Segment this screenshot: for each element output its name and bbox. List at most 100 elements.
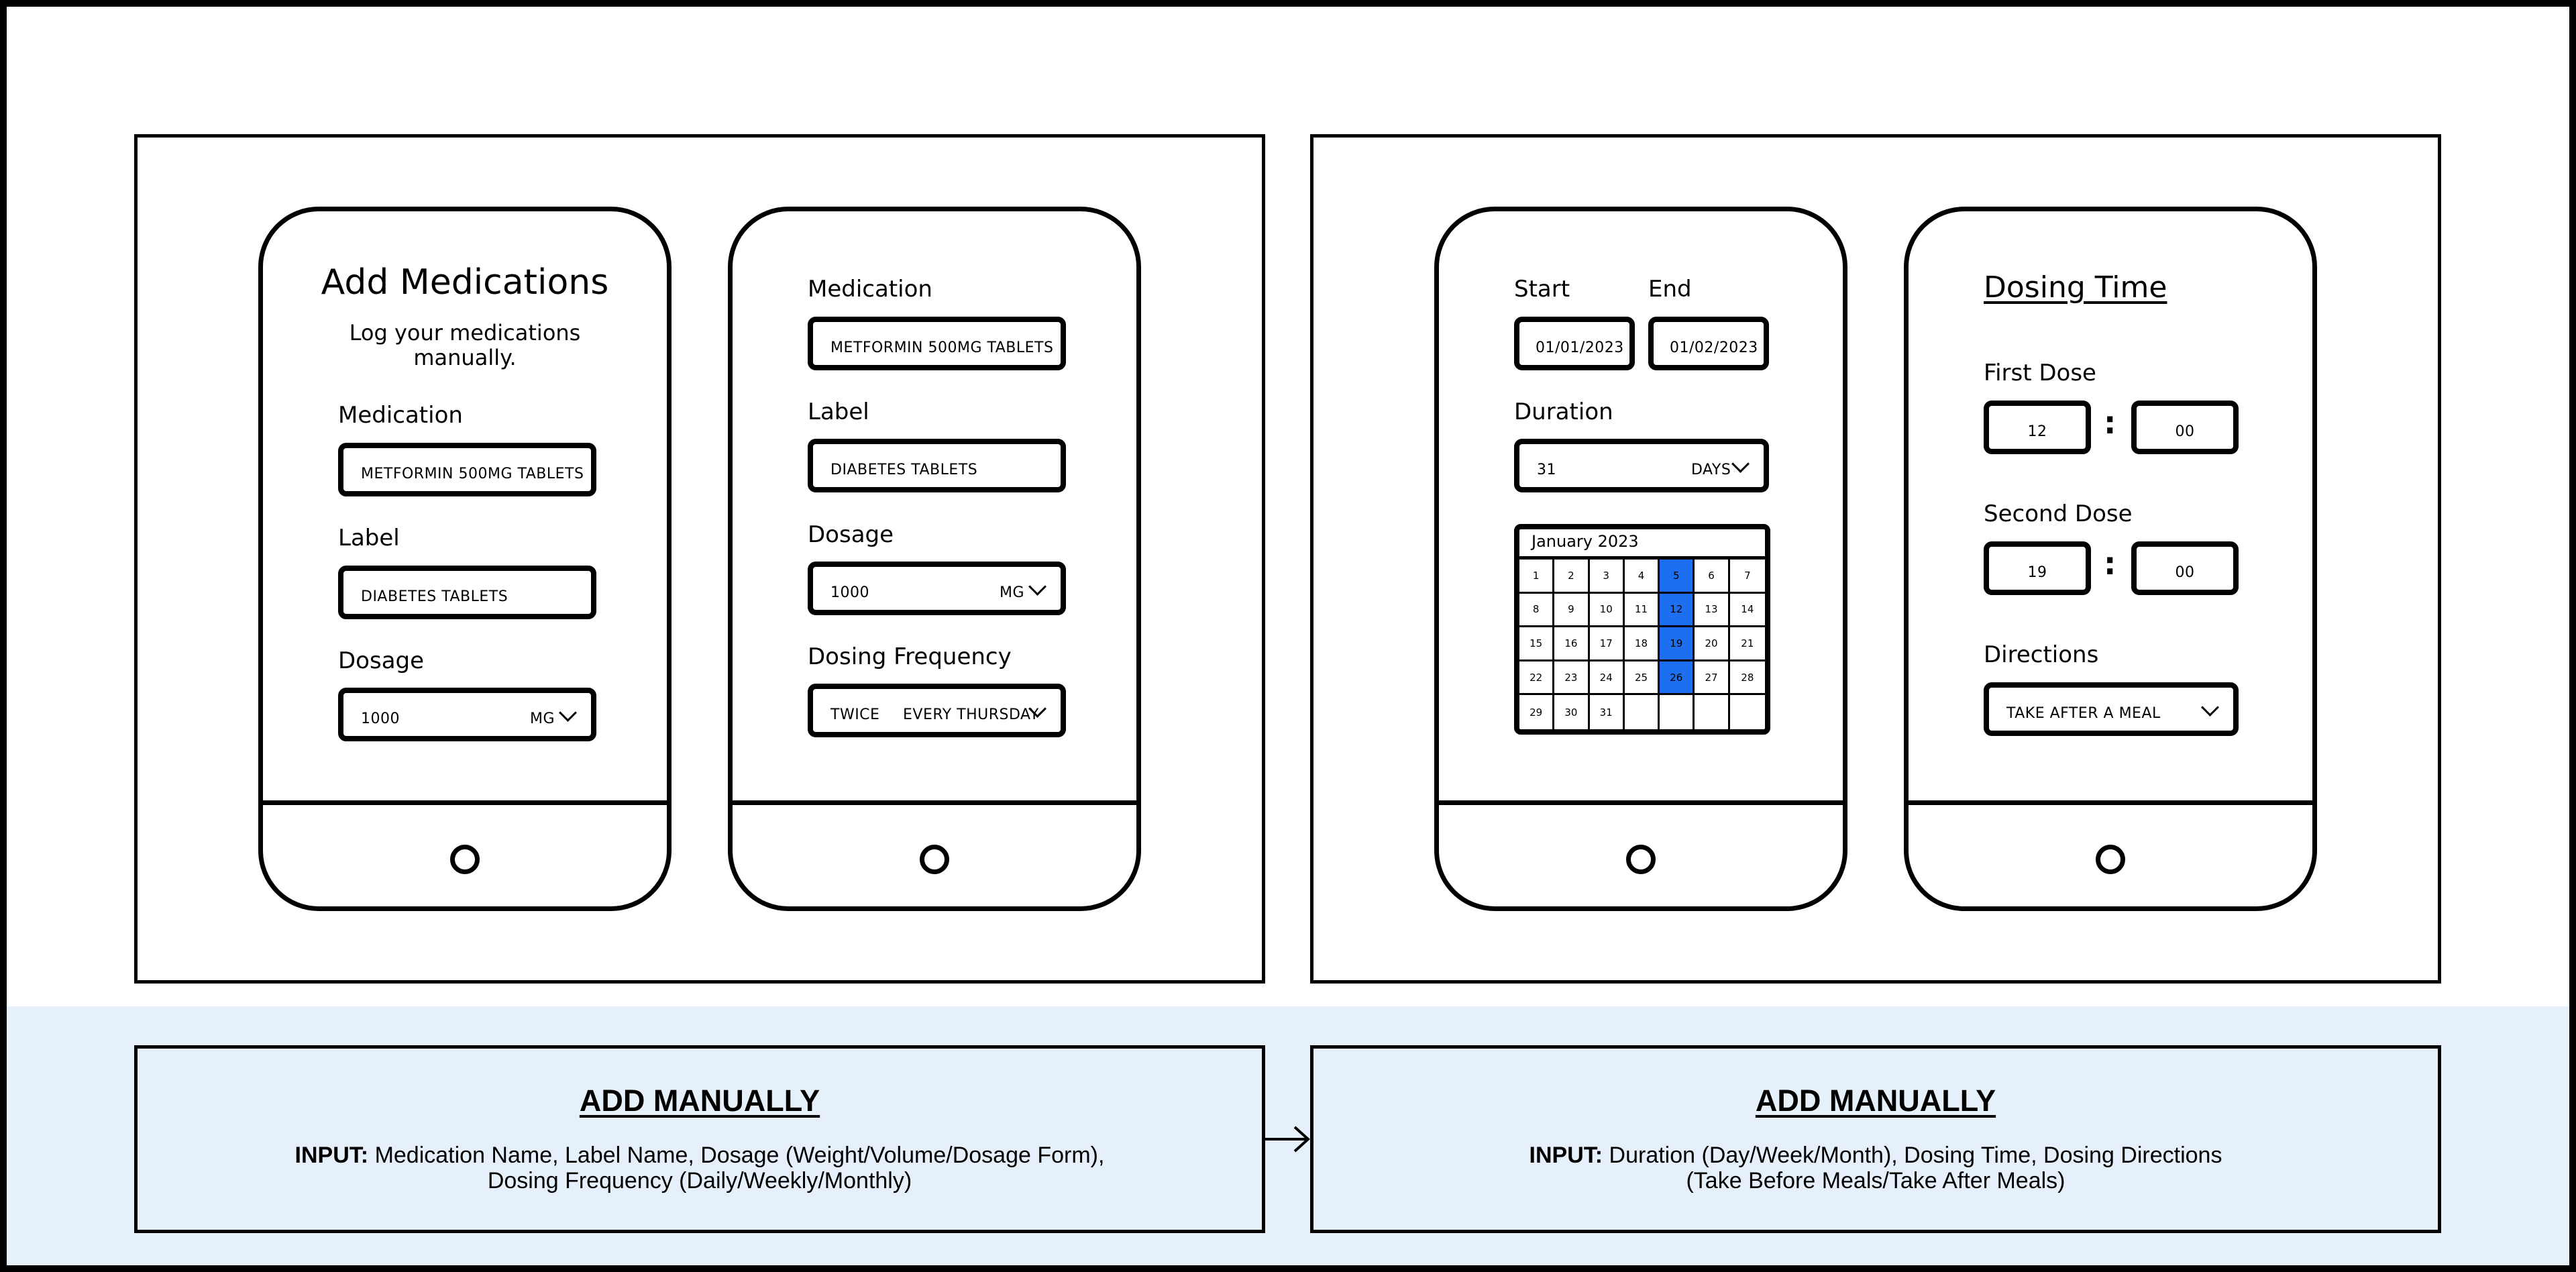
calendar-day[interactable]: 11	[1624, 593, 1660, 628]
dosage-label: Dosage	[338, 647, 425, 674]
duration-unit: DAYS	[1691, 462, 1731, 478]
second-dose-label: Second Dose	[1984, 500, 2133, 527]
calendar-day[interactable]: 17	[1589, 627, 1625, 661]
end-label: End	[1648, 276, 1692, 303]
calendar-day[interactable]: 16	[1554, 627, 1590, 661]
caption-title: ADD MANUALLY	[1755, 1083, 1996, 1118]
calendar-day[interactable]: 6	[1695, 560, 1730, 594]
dosing-frequency-select[interactable]: TWICE EVERY THURSDAY	[808, 684, 1066, 737]
home-button-icon	[920, 845, 949, 874]
duration-value: 31	[1537, 462, 1556, 478]
start-date-input[interactable]: 01/01/2023	[1514, 317, 1635, 370]
label-input[interactable]: DIABETES TABLETS	[808, 439, 1066, 492]
second-dose-hour-value: 19	[2027, 564, 2047, 581]
first-dose-hour-input[interactable]: 12	[1984, 401, 2091, 454]
medication-input[interactable]: METFORMIN 500MG TABLETS	[808, 317, 1066, 370]
caption-line-1: INPUT: Medication Name, Label Name, Dosa…	[138, 1143, 1262, 1168]
calendar-day[interactable]: 25	[1624, 661, 1660, 696]
first-dose-minute-value: 00	[2175, 423, 2195, 440]
calendar-day[interactable]: 20	[1695, 627, 1730, 661]
calendar-day[interactable]: 24	[1589, 661, 1625, 696]
dosage-value: 1000	[361, 710, 400, 727]
calendar-day[interactable]: 27	[1695, 661, 1730, 696]
calendar-day[interactable]: 10	[1589, 593, 1625, 628]
label-label: Label	[338, 525, 400, 551]
directions-label: Directions	[1984, 641, 2099, 668]
calendar-day[interactable]: 7	[1729, 560, 1765, 594]
screen-subtitle-line-2: manually.	[413, 345, 517, 370]
second-dose-minute-input[interactable]: 00	[2131, 541, 2239, 595]
dosage-value: 1000	[830, 584, 869, 601]
home-button-icon	[1626, 845, 1656, 874]
calendar-day[interactable]: 13	[1695, 593, 1730, 628]
calendar-empty-cell	[1625, 695, 1660, 729]
calendar-empty-cell	[1660, 695, 1695, 729]
duration-label: Duration	[1514, 399, 1613, 425]
chevron-down-icon	[559, 704, 577, 722]
time-separator: :	[2104, 545, 2116, 582]
screen-title: Dosing Time	[1984, 270, 2167, 305]
chevron-down-icon	[1028, 578, 1046, 596]
phone-bezel-divider	[263, 800, 667, 805]
phone-bezel-divider	[733, 800, 1136, 805]
label-value: DIABETES TABLETS	[361, 588, 508, 605]
medication-input[interactable]: METFORMIN 500MG TABLETS	[338, 443, 596, 496]
chevron-down-icon	[2201, 698, 2219, 717]
calendar-day[interactable]: 19	[1660, 627, 1695, 661]
calendar-day[interactable]: 29	[1519, 695, 1555, 729]
first-dose-minute-input[interactable]: 00	[2131, 401, 2239, 454]
calendar-day[interactable]: 31	[1590, 695, 1625, 729]
phone-dosing-time: Dosing Time First Dose 12 : 00 Second Do…	[1904, 207, 2317, 911]
duration-select[interactable]: 31 DAYS	[1514, 439, 1769, 492]
phone-dosing-frequency: Medication METFORMIN 500MG TABLETS Label…	[728, 207, 1141, 911]
caption-input-label: INPUT:	[294, 1143, 369, 1168]
directions-value: TAKE AFTER A MEAL	[2006, 705, 2161, 722]
calendar-day[interactable]: 15	[1519, 627, 1555, 661]
calendar-day[interactable]: 12	[1660, 593, 1695, 628]
chevron-down-icon	[1731, 455, 1750, 473]
medication-value: METFORMIN 500MG TABLETS	[361, 466, 584, 482]
calendar-day[interactable]: 2	[1554, 560, 1590, 594]
medication-label: Medication	[808, 276, 932, 303]
calendar-day[interactable]: 26	[1660, 661, 1695, 696]
screen-title: Add Medications	[321, 262, 609, 303]
first-dose-hour-value: 12	[2027, 423, 2047, 440]
flow-panel-step-2: Start End 01/01/2023 01/02/2023 Duration…	[1310, 134, 2441, 984]
calendar-day[interactable]: 3	[1589, 560, 1625, 594]
label-input[interactable]: DIABETES TABLETS	[338, 566, 596, 619]
calendar-day[interactable]: 14	[1729, 594, 1765, 628]
calendar-day[interactable]: 5	[1660, 560, 1695, 594]
calendar-day[interactable]: 8	[1519, 593, 1555, 628]
caption-text-line-2: Dosing Frequency (Daily/Weekly/Monthly)	[487, 1168, 912, 1194]
calendar-day[interactable]: 23	[1554, 661, 1590, 696]
calendar-day[interactable]: 9	[1554, 593, 1590, 628]
calendar-day[interactable]: 21	[1729, 627, 1765, 661]
calendar-month-title: January 2023	[1532, 532, 1639, 551]
calendar-day[interactable]: 4	[1624, 560, 1660, 594]
caption-line-1: INPUT: Duration (Day/Week/Month), Dosing…	[1313, 1143, 2438, 1168]
dosage-label: Dosage	[808, 521, 894, 548]
medication-label: Medication	[338, 402, 463, 429]
phone-bezel-divider	[1439, 800, 1843, 805]
second-dose-hour-input[interactable]: 19	[1984, 541, 2091, 595]
first-dose-label: First Dose	[1984, 360, 2096, 386]
caption-body: INPUT: Duration (Day/Week/Month), Dosing…	[1313, 1143, 2438, 1194]
caption-body: INPUT: Medication Name, Label Name, Dosa…	[138, 1143, 1262, 1194]
calendar-day[interactable]: 28	[1729, 661, 1765, 696]
start-label: Start	[1514, 276, 1570, 303]
calendar-day[interactable]: 22	[1519, 661, 1555, 696]
calendar-day[interactable]: 30	[1554, 695, 1590, 729]
flow-arrow-icon	[1265, 1126, 1310, 1153]
calendar-day[interactable]: 18	[1624, 627, 1660, 661]
frequency-count-value: TWICE	[830, 706, 880, 723]
end-date-input[interactable]: 01/02/2023	[1648, 317, 1769, 370]
dosage-select[interactable]: 1000 MG	[808, 562, 1066, 615]
screen-subtitle-line-1: Log your medications	[349, 320, 581, 346]
caption-text-line-1: Medication Name, Label Name, Dosage (Wei…	[374, 1143, 1105, 1168]
dosage-select[interactable]: 1000 MG	[338, 688, 596, 741]
calendar-day[interactable]: 1	[1519, 560, 1555, 594]
second-dose-minute-value: 00	[2175, 564, 2195, 581]
directions-select[interactable]: TAKE AFTER A MEAL	[1984, 682, 2239, 736]
